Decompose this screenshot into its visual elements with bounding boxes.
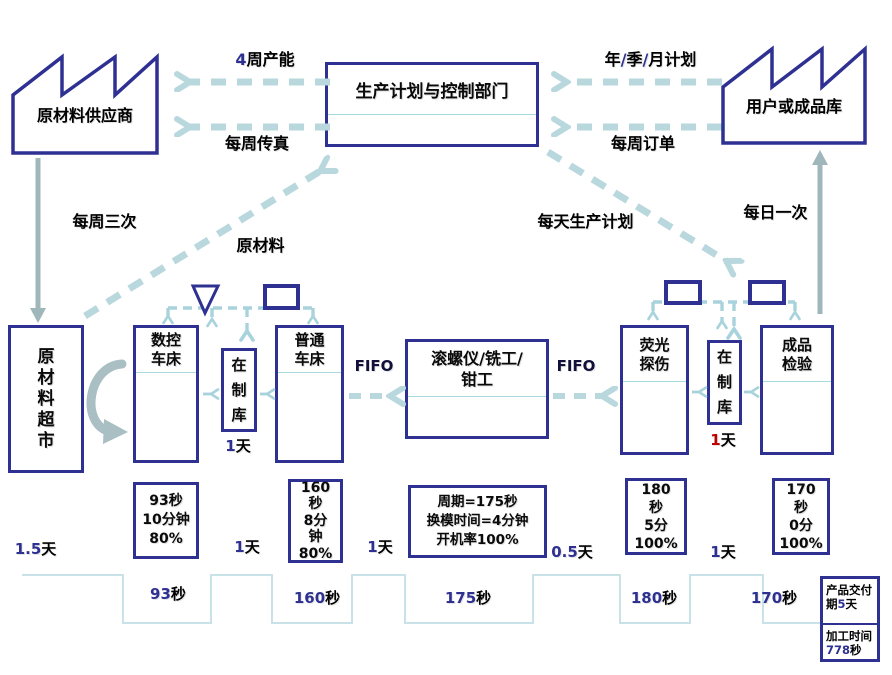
processing-time: 加工时间778秒: [826, 629, 872, 657]
station-wip-store-2: 在 制 库: [707, 340, 742, 425]
station-raw-supermarket-title: 原 材 料 超 市: [37, 346, 55, 451]
thrice-weekly-label: 每周三次: [72, 212, 137, 231]
withdrawal-curve-arrow: [86, 359, 127, 436]
wip2-days-label: 1天: [710, 431, 736, 449]
fifo-label-1: FIFO: [354, 357, 394, 375]
planning-box: 生产计划与控制部门: [325, 62, 539, 147]
kanban-card-icon-3: [748, 280, 786, 305]
station-wip-store-1: 在 制 库: [221, 348, 257, 432]
station-final-inspection: 成品 检验: [760, 325, 834, 455]
wait-label-2: 1天: [234, 538, 260, 556]
kanban-card-icon-2: [664, 280, 702, 305]
station-ordinary-lathe: 普通 车床: [275, 325, 344, 463]
station-ordinary-lathe-title: 普通 车床: [278, 328, 341, 373]
customer-label: 用户或成品库: [745, 97, 842, 116]
proc-label-1: 93秒: [150, 585, 186, 603]
proc-label-5: 170秒: [750, 589, 798, 607]
arrow-daily-plan: [546, 149, 728, 262]
station-roller-mill-fitter: 滚螺仪/铣工/ 钳工: [405, 339, 549, 439]
wait-label-5: 1天: [710, 543, 736, 561]
wait-label-1: 1.5天: [14, 540, 57, 558]
arrow-supplier-shipment-head: [30, 308, 46, 323]
databox-roller: 周期=175秒 换模时间=4分钟 开机率100%: [408, 485, 547, 558]
kanban-triangle-icon: [190, 284, 221, 317]
wait-label-3: 1天: [367, 538, 393, 556]
databox-ordinary: 160 秒 8分 钟 80%: [288, 479, 343, 563]
weekly-fax-label: 每周传真: [224, 134, 289, 153]
wait-label-4: 0.5天: [551, 543, 593, 561]
raw-material-label: 原材料: [236, 236, 285, 255]
station-fluorescent-inspection-title: 荧光 探伤: [623, 328, 686, 382]
databox-cnc: 93秒 10分钟 80%: [133, 482, 199, 559]
station-wip-store-1-title: 在 制 库: [231, 355, 247, 424]
planning-title: 生产计划与控制部门: [328, 65, 536, 115]
databox-fluorescent: 180 秒 5分 100%: [625, 478, 687, 555]
proc-label-3: 175秒: [444, 589, 492, 607]
station-raw-supermarket: 原 材 料 超 市: [8, 325, 84, 473]
once-daily-label: 每日一次: [743, 203, 808, 222]
withdrawal-curve-arrow-head: [103, 419, 128, 444]
leadtime-summary-box: 产品交付期5天 加工时间778秒: [820, 576, 880, 662]
arrow-daily-shipment-head: [812, 150, 828, 165]
supplier-label: 原材料供应商: [36, 106, 133, 125]
databox-inspection: 170 秒 0分 100%: [772, 478, 830, 555]
station-roller-mill-fitter-title: 滚螺仪/铣工/ 钳工: [408, 342, 546, 397]
weekly-order-label: 每周订单: [610, 134, 675, 153]
proc-label-2: 160秒: [293, 589, 341, 607]
year-plan-label: 年/季/月计划: [604, 50, 697, 69]
station-wip-store-2-title: 在 制 库: [716, 348, 732, 416]
capacity-4wk-label: 4周产能: [235, 50, 295, 69]
delivery-leadtime: 产品交付期5天: [823, 579, 877, 625]
station-final-inspection-title: 成品 检验: [763, 328, 831, 382]
station-fluorescent-inspection: 荧光 探伤: [620, 325, 689, 455]
fifo-label-2: FIFO: [556, 357, 596, 375]
station-cnc-lathe-title: 数控 车床: [136, 328, 196, 373]
kanban-card-icon-1: [263, 284, 300, 310]
wip1-days-label: 1天: [225, 437, 251, 455]
proc-label-4: 180秒: [630, 589, 678, 607]
daily-plan-label: 每天生产计划: [537, 212, 634, 231]
station-cnc-lathe: 数控 车床: [133, 325, 199, 463]
